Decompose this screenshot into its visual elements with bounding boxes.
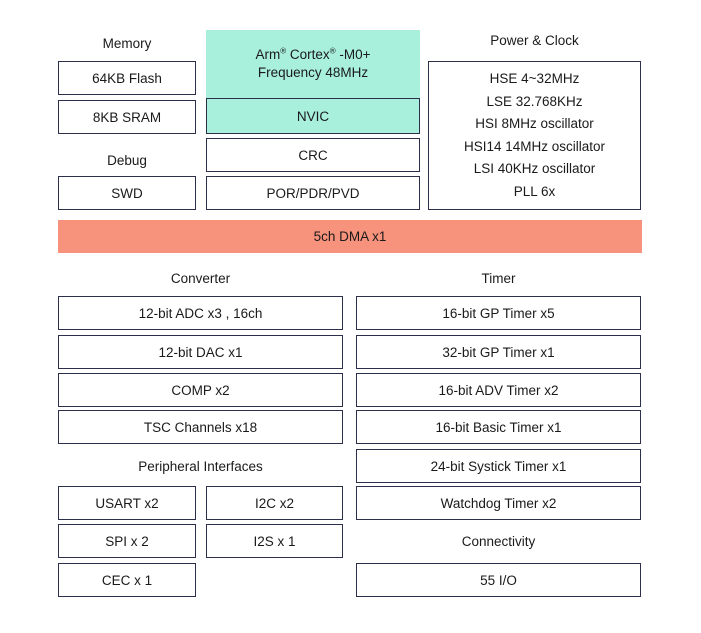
cpu-frequency: Frequency 48MHz <box>257 65 369 80</box>
por-pdr-pvd-block: POR/PDR/PVD <box>206 176 420 210</box>
pc-item: PLL 6x <box>513 183 556 199</box>
dac-block: 12-bit DAC x1 <box>58 335 343 369</box>
io-block: 55 I/O <box>356 563 641 597</box>
debug-header: Debug <box>107 153 147 168</box>
pc-item: HSI14 14MHz oscillator <box>463 138 606 154</box>
systick-timer-block: 24-bit Systick Timer x1 <box>356 449 641 483</box>
swd-block: SWD <box>58 176 196 210</box>
nvic-block: NVIC <box>206 98 420 134</box>
pc-item: HSI 8MHz oscillator <box>475 116 594 131</box>
cpu-core-block: Arm® Cortex® -M0+ Frequency 48MHz <box>206 30 420 98</box>
power-clock-header: Power & Clock <box>490 33 579 48</box>
adv-timer-block: 16-bit ADV Timer x2 <box>356 373 641 407</box>
cec-block: CEC x 1 <box>58 563 196 597</box>
basic-timer-block: 16-bit Basic Timer x1 <box>356 410 641 444</box>
crc-block: CRC <box>206 138 420 172</box>
timer-header: Timer <box>481 271 516 286</box>
memory-header: Memory <box>102 36 152 51</box>
connectivity-header: Connectivity <box>461 534 536 549</box>
gp16-timer-block: 16-bit GP Timer x5 <box>356 296 641 330</box>
i2s-block: I2S x 1 <box>206 524 343 558</box>
gp32-timer-block: 32-bit GP Timer x1 <box>356 335 641 369</box>
power-clock-block: HSE 4~32MHz LSE 32.768KHz HSI 8MHz oscil… <box>428 61 641 210</box>
watchdog-timer-block: Watchdog Timer x2 <box>356 486 641 520</box>
peripheral-header: Peripheral Interfaces <box>138 459 263 474</box>
pc-item: LSE 32.768KHz <box>486 93 583 109</box>
adc-block: 12-bit ADC x3 , 16ch <box>58 296 343 330</box>
dma-bar: 5ch DMA x1 <box>58 220 642 253</box>
i2c-block: I2C x2 <box>206 486 343 520</box>
cpu-core-name: Arm® Cortex® -M0+ <box>255 46 371 62</box>
tsc-block: TSC Channels x18 <box>58 410 343 444</box>
sram-block: 8KB SRAM <box>58 100 196 134</box>
pc-item: LSI 40KHz oscillator <box>473 161 596 176</box>
converter-header: Converter <box>170 271 231 286</box>
spi-block: SPI x 2 <box>58 524 196 558</box>
flash-block: 64KB Flash <box>58 61 196 95</box>
pc-item: HSE 4~32MHz <box>489 71 580 86</box>
comp-block: COMP x2 <box>58 373 343 407</box>
usart-block: USART x2 <box>58 486 196 520</box>
